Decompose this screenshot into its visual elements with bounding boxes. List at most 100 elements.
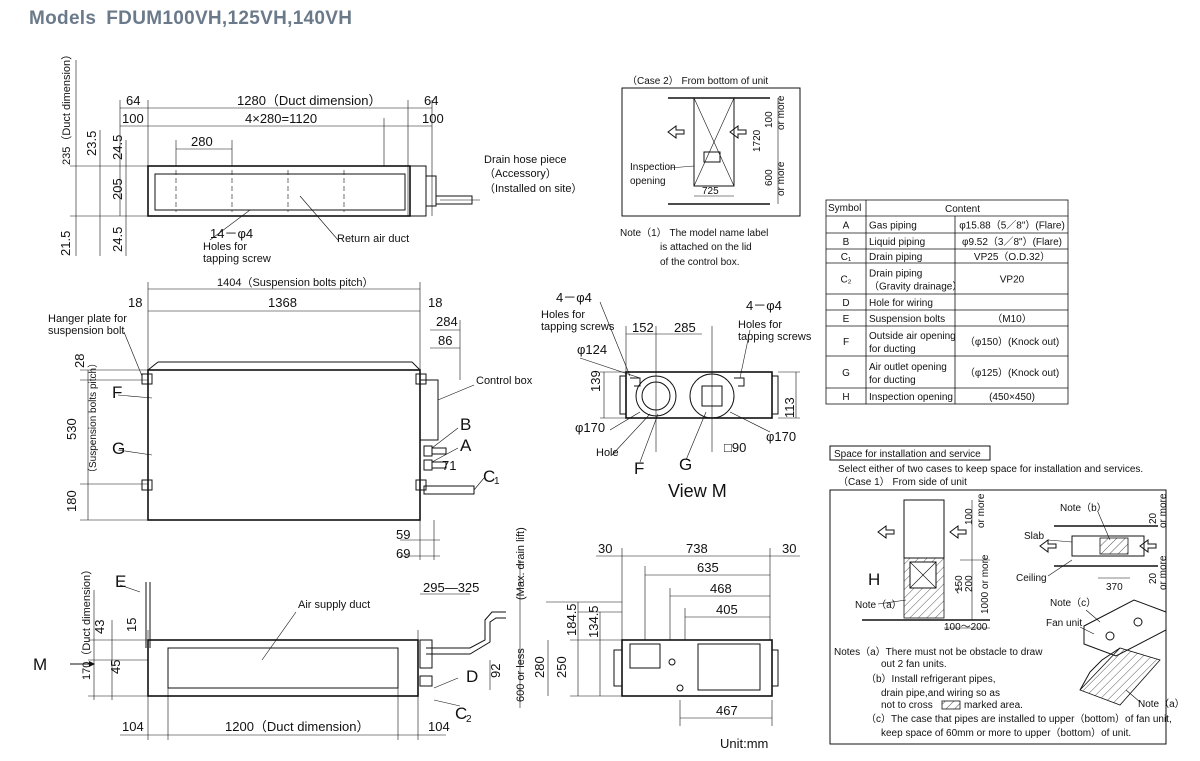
table-value-cell: (450×450) [989,392,1035,403]
case1-dim-150: 150 [954,575,965,592]
dim-467: 467 [716,703,738,718]
case1-dim-100: 100 [964,508,975,525]
table-value-cell: （M10） [992,313,1031,325]
dim-113: 113 [782,397,797,418]
dim-23-5: 23.5 [84,131,99,156]
dim-15: 15 [124,618,139,632]
table-content-cell: Drain piping [869,269,922,280]
dim-30-right: 30 [782,541,796,556]
table-value-cell: （φ125）(Knock out) [965,367,1059,379]
case2-or-more: or more [776,95,787,130]
holes-right-2: Holes for [738,319,782,331]
case2-dim-725: 725 [702,186,719,197]
letter-c2: C [455,704,467,723]
dim-71: 71 [442,458,456,473]
dim-530: 530 [64,418,79,440]
view-m-title: View M [668,481,727,501]
table-content-cell: Air outlet opening [869,362,947,373]
dim-1280: 1280（Duct dimension） [237,93,382,108]
letter-c2-sub: 2 [466,714,472,725]
dim-64-right: 64 [424,93,438,108]
case2-header: （Case 2） From bottom of unit [627,75,768,87]
dim-152: 152 [632,320,654,335]
letter-e: E [115,572,126,591]
letter-c-sub: 1 [494,476,500,487]
table-value-cell: VP25（O.D.32） [974,251,1050,263]
control-box-label: Control box [476,375,533,387]
dim-59: 59 [396,527,410,542]
end-view: 30 738 30 635 468 405 184.5 134.5 280 25… [532,541,800,751]
notes-line-3: （b）Install refrigerant pipes, [866,673,996,685]
table-value-cell: φ15.88（5／8"）(Flare) [959,220,1065,232]
dim-phi124: φ124 [577,342,607,357]
ceiling-label: Ceiling [1016,573,1047,584]
table-header-content: Content [945,204,980,215]
dim-24-5-bottom: 24.5 [110,227,125,252]
holes-right-1: 4－φ4 [746,298,782,313]
note1-line1: Note（1） The model name label [620,227,768,239]
letter-h: H [868,570,880,589]
table-symbol-cell: H [842,392,849,403]
table-symbol-cell: C₁ [841,252,852,263]
right-dim-20-bottom: 20 [1148,572,1159,584]
dim-1368: 1368 [268,295,297,310]
letter-c: C [483,467,495,486]
space-section: Space for installation and service Selec… [829,445,1185,745]
table-symbol-cell: D [842,298,849,309]
right-or-more-top: or more [1158,493,1169,528]
dim-738: 738 [686,541,708,556]
case2-diagram: （Case 2） From bottom of unit 100 or more… [620,75,801,268]
holes-left-2: Holes for [541,309,585,321]
dim-104-right: 104 [428,719,450,734]
table-content-cell: Outside air opening [869,331,956,342]
dim-100-right: 100 [422,111,444,126]
letter-m: M [33,655,47,674]
table-symbol-cell: F [843,337,849,348]
dim-280-end: 280 [532,656,547,678]
dim-18-right: 18 [428,295,442,310]
table-content-cell: Drain piping [869,252,922,263]
table-value-cell: φ9.52（3／8"）(Flare) [962,236,1062,248]
case2-dim-1720: 1720 [752,129,763,152]
letter-g: G [112,439,125,458]
holes-label-3: tapping screw [203,253,271,265]
notes-line-2: out 2 fan units. [881,659,947,670]
dim-600-or-less: 600 or less [515,648,527,702]
holes-left-1: 4－φ4 [556,290,592,305]
note-c: Note（c） [1050,597,1096,609]
notes-line-5: not to cross [881,700,933,711]
dim-530-note: （Suspension bolts pitch） [87,358,99,478]
case1-dim-100-200: 100～200 [944,622,988,633]
inspection-label-2: opening [630,176,666,187]
space-title: Space for installation and service [834,449,981,460]
note1-line2: is attached on the lid [660,242,752,253]
dim-28: 28 [72,354,87,368]
view-m-letter-g: G [679,455,692,474]
case1-or-more: or more [976,493,987,528]
note-b: Note（b） [1060,502,1107,514]
marked-area-icon [941,700,961,710]
plan-view: 1404（Suspension bolts pitch） 18 1368 18 … [48,276,533,561]
fan-unit-label: Fan unit [1046,618,1082,629]
top-view: 64 1280（Duct dimension） 64 100 4×280=112… [58,49,582,265]
case1-dim-tilde: ～ [954,584,965,594]
case2-dim-600: 600 [764,169,775,186]
dim-284: 284 [436,314,458,329]
unit-label: Unit:mm [720,736,768,751]
case1-dim-200: 200 [964,575,975,592]
dim-phi170-left: φ170 [575,420,605,435]
table-value-cell: （φ150）(Knock out) [965,336,1059,348]
table-symbol-cell: C₂ [840,275,851,286]
dim-295-325: 295―325 [423,580,479,595]
notes-line-1: Notes（a）There must not be obstacle to dr… [834,646,1043,658]
case2-dim-100: 100 [764,111,775,128]
dim-285: 285 [674,320,696,335]
table-symbol-cell: E [843,314,850,325]
dim-134-5: 134.5 [586,605,601,638]
air-supply-duct-label: Air supply duct [298,599,370,611]
letter-b: B [460,415,471,434]
return-air-duct-label: Return air duct [337,233,409,245]
